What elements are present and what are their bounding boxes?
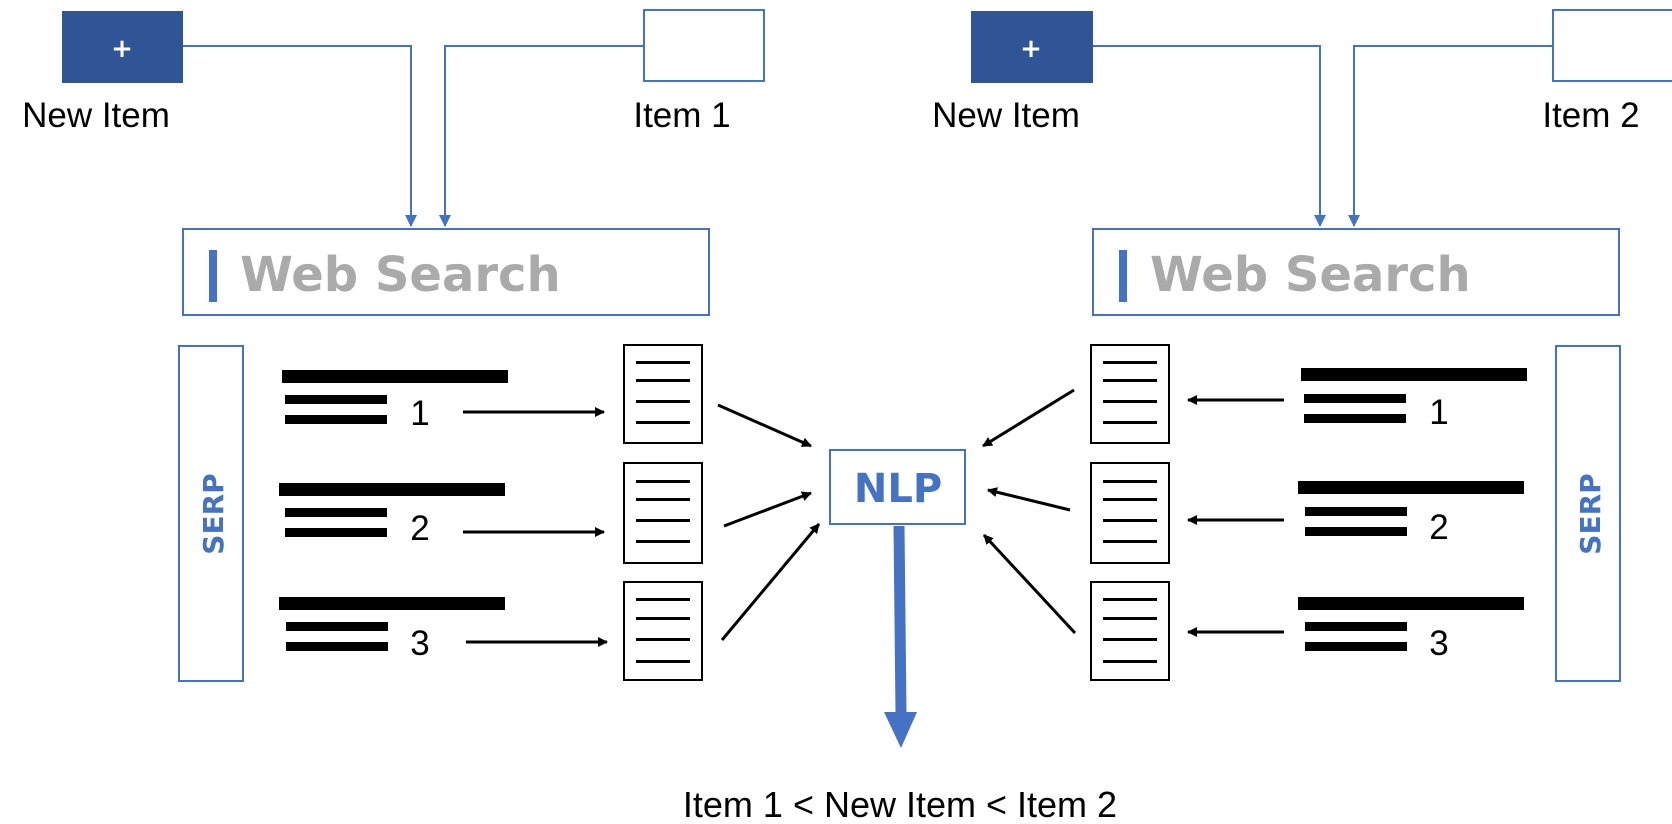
left-doc-1-to-nlp-arrow <box>717 403 812 448</box>
right-item-label: Item 2 <box>1542 96 1639 135</box>
left-document-icon-3 <box>623 581 703 681</box>
right-new-item-label: New Item <box>932 96 1080 135</box>
left-document-icon-1 <box>623 344 703 444</box>
right-result-2-line <box>1305 527 1407 536</box>
right-result-3-title-bar <box>1298 597 1524 610</box>
left-document-icon-2 <box>623 462 703 564</box>
left-web-search-box[interactable] <box>182 228 710 316</box>
right-document-icon-3 <box>1090 581 1170 681</box>
left-doc-2-to-nlp-arrow <box>723 491 812 528</box>
left-new-item-button[interactable] <box>62 11 183 83</box>
right-result-3-line <box>1305 642 1407 651</box>
right-item-box[interactable] <box>1552 9 1672 82</box>
right-result-1-line <box>1304 394 1406 403</box>
right-doc-2-to-nlp-arrow <box>987 487 1071 512</box>
right-serp-result-2[interactable]: 2 <box>1298 481 1524 547</box>
left-item-label: Item 1 <box>633 96 730 135</box>
left-serp-result-3[interactable]: 3 <box>279 597 505 663</box>
right-plus-icon: + <box>1020 34 1042 64</box>
nlp-output-arrow <box>884 525 917 748</box>
left-serp-result-2[interactable]: 2 <box>279 483 505 548</box>
right-result-1-number: 1 <box>1429 393 1448 432</box>
right-new-item-button[interactable] <box>971 11 1093 83</box>
left-panel: + New Item Item 1 Web Search SERP 1 2 <box>22 9 821 682</box>
left-result-1-title-bar <box>282 370 508 383</box>
right-doc-1-to-nlp-arrow <box>982 388 1075 448</box>
left-result-2-number: 2 <box>410 509 429 548</box>
right-doc-3-to-nlp-arrow <box>982 533 1077 635</box>
left-result-3-line <box>286 642 388 651</box>
right-search-cursor-icon <box>1119 250 1127 302</box>
left-result-3-number: 3 <box>410 624 429 663</box>
left-web-search-text: Web Search <box>240 247 561 303</box>
left-result-3-title-bar <box>279 597 505 610</box>
left-result-2-line <box>285 528 387 537</box>
left-plus-icon: + <box>111 34 133 64</box>
left-doc-3-to-nlp-arrow <box>720 523 821 641</box>
right-result-3-number: 3 <box>1429 624 1448 663</box>
left-serp-panel <box>178 345 244 682</box>
left-result-2-title-bar <box>279 483 505 496</box>
right-item-connector <box>1348 45 1553 227</box>
left-item-box[interactable] <box>643 9 765 82</box>
right-web-search-box[interactable] <box>1092 228 1620 316</box>
right-panel: + New Item Item 2 Web Search SERP <box>932 9 1672 682</box>
right-document-icon-1 <box>1090 344 1170 444</box>
left-result-2-line <box>285 508 387 517</box>
left-search-cursor-icon <box>209 250 217 302</box>
nlp-label: NLP <box>854 466 942 512</box>
nlp-box <box>829 449 966 525</box>
left-serp-result-1[interactable]: 1 <box>282 370 508 433</box>
right-serp-result-1[interactable]: 1 <box>1301 368 1527 432</box>
left-result-3-line <box>286 622 388 631</box>
left-serp-label: SERP <box>197 473 230 554</box>
left-item-connector <box>439 45 644 227</box>
right-serp-label: SERP <box>1574 473 1607 554</box>
left-result-1-line <box>285 415 387 424</box>
right-result-2-number: 2 <box>1429 508 1448 547</box>
right-result-2-title-bar <box>1298 481 1524 494</box>
right-result-3-line <box>1305 622 1407 631</box>
left-result-1-line <box>285 395 387 404</box>
right-result-1-line <box>1304 414 1406 423</box>
nlp-node[interactable]: NLP <box>829 449 966 525</box>
right-web-search-text: Web Search <box>1150 247 1471 303</box>
right-serp-result-3[interactable]: 3 <box>1298 597 1524 663</box>
right-serp-panel <box>1555 345 1621 682</box>
left-new-item-connector <box>183 45 417 227</box>
left-result-1-number: 1 <box>410 394 429 433</box>
left-new-item-label: New Item <box>22 96 170 135</box>
right-result-2-line <box>1305 507 1407 516</box>
ranking-result-text: Item 1 < New Item < Item 2 <box>683 784 1117 824</box>
right-new-item-connector <box>1093 45 1326 227</box>
right-result-1-title-bar <box>1301 368 1527 381</box>
right-document-icon-2 <box>1090 462 1170 564</box>
